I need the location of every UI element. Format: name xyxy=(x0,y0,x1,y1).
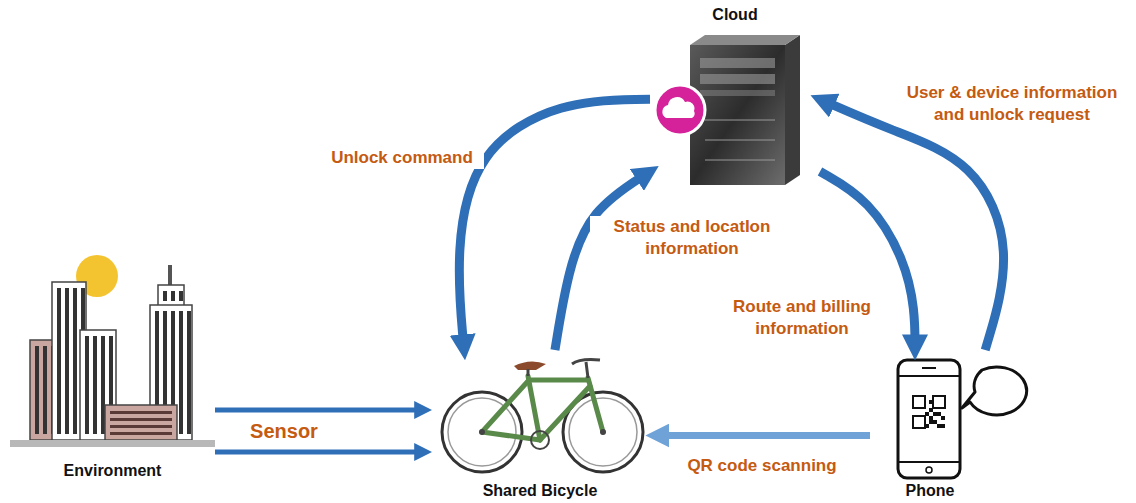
qr-module xyxy=(929,416,933,420)
window-stripe xyxy=(163,291,167,301)
flow-label: Status and locatIon information xyxy=(590,216,794,260)
flow-arrow xyxy=(655,432,870,439)
window-stripe xyxy=(65,288,69,434)
flow-arrow xyxy=(215,408,425,413)
window-stripe xyxy=(110,411,172,414)
qr-module xyxy=(929,420,933,424)
qr-module xyxy=(937,424,941,428)
environment-node: Environment xyxy=(10,255,215,480)
window-stripe xyxy=(43,346,47,434)
window-stripe xyxy=(73,288,77,434)
flow-arrow xyxy=(555,172,650,351)
window-stripe xyxy=(187,311,191,434)
flow-arrow xyxy=(215,450,425,455)
qr-finder xyxy=(933,396,945,408)
qr-module xyxy=(941,424,945,428)
window-stripe xyxy=(110,432,172,435)
server-illustration xyxy=(655,35,800,185)
city-illustration xyxy=(10,255,215,447)
flow-label: Sensor xyxy=(237,420,331,442)
flow-label: QR code scanning xyxy=(670,455,854,477)
window-stripe xyxy=(93,336,97,434)
window-stripe xyxy=(35,346,39,434)
qr-module xyxy=(925,424,929,428)
phone-illustration xyxy=(898,360,1027,478)
antenna xyxy=(168,265,172,285)
phone-node: Phone xyxy=(870,350,990,500)
window-stripe xyxy=(179,291,183,301)
window-stripe xyxy=(57,288,61,434)
qr-module xyxy=(937,412,941,416)
window-stripe xyxy=(179,311,183,434)
flow-label: User & device information and unlock req… xyxy=(894,82,1130,126)
node-caption: Environment xyxy=(64,461,162,480)
bicycle-node: Shared Bicycle xyxy=(425,350,655,500)
building xyxy=(105,405,177,440)
flow-label: Unlock command xyxy=(320,147,484,169)
qr-module xyxy=(929,400,933,404)
node-caption: Cloud xyxy=(712,5,757,24)
qr-module xyxy=(929,408,933,412)
node-caption: Shared Bicycle xyxy=(483,481,598,500)
qr-module xyxy=(941,416,945,420)
server-node: Cloud xyxy=(650,5,820,190)
qr-module xyxy=(933,420,937,424)
node-caption: Phone xyxy=(906,481,955,500)
flow-label: Route and billing information xyxy=(718,296,887,340)
window-stripe xyxy=(85,336,89,434)
building xyxy=(158,285,184,307)
window-stripe xyxy=(171,291,175,301)
qr-module xyxy=(925,412,929,416)
qr-module xyxy=(933,412,937,416)
window-stripe xyxy=(110,425,172,428)
bicycle-illustration xyxy=(442,360,643,473)
window-stripe xyxy=(110,418,172,421)
qr-finder xyxy=(913,396,925,408)
qr-finder xyxy=(913,416,925,428)
